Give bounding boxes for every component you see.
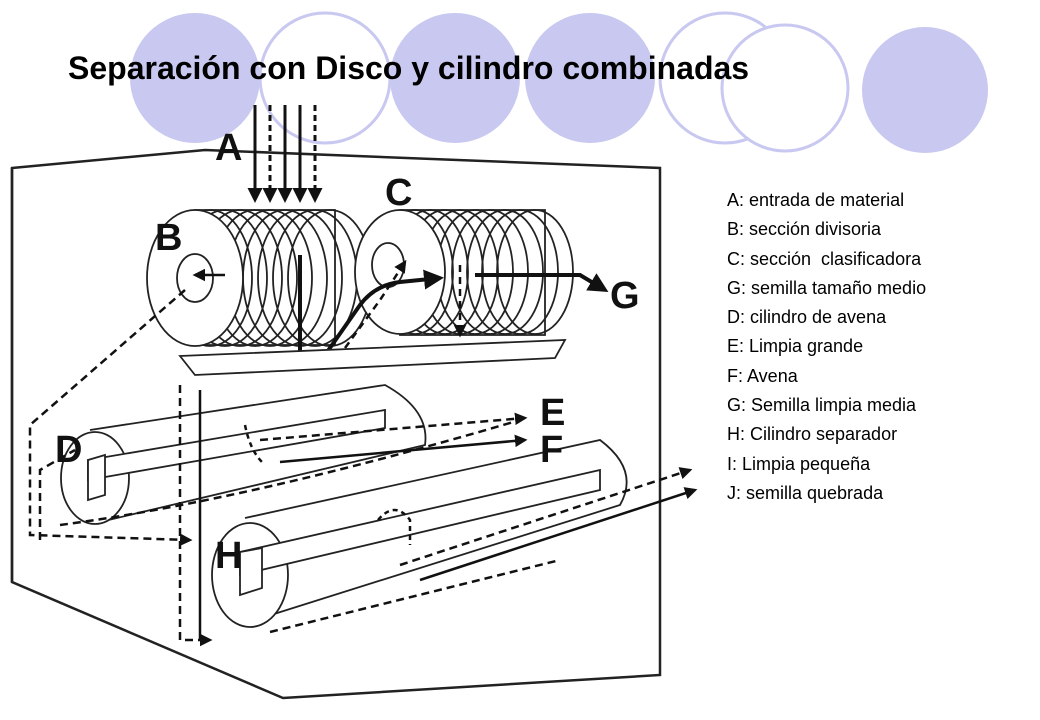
cylinder-h xyxy=(211,439,628,628)
deco-circle xyxy=(720,23,850,153)
label-h: H xyxy=(215,535,242,577)
legend-item: D: cilindro de avena xyxy=(727,307,887,328)
legend-item: F: Avena xyxy=(727,365,798,386)
label-c: C xyxy=(385,172,412,214)
legend-item: G: Semilla limpia media xyxy=(727,395,917,416)
legend-item: A: entrada de material xyxy=(727,190,905,210)
deco-circle xyxy=(525,13,655,143)
label-b: B xyxy=(155,217,182,259)
material-flows xyxy=(28,289,698,647)
legend-item: G: semilla tamaño medio xyxy=(727,277,927,298)
cylinder-d xyxy=(60,384,427,525)
label-a: A xyxy=(215,127,242,169)
legend-item: J: semilla quebrada xyxy=(727,482,884,503)
label-g: G xyxy=(610,275,640,317)
disc-stack-c xyxy=(354,209,574,336)
legend-item: B: sección divisoria xyxy=(727,219,882,240)
legend-item: E: Limpia grande xyxy=(727,336,864,357)
slide-title: Separación con Disco y cilindro combinad… xyxy=(68,50,750,86)
trough xyxy=(178,339,567,376)
housing xyxy=(10,148,662,700)
label-f: F xyxy=(540,429,563,471)
legend-item: H: Cilindro separador xyxy=(727,424,898,445)
legend-item: C: sección clasificadora xyxy=(727,248,922,269)
inlet-arrows xyxy=(247,105,323,203)
label-e: E xyxy=(540,392,565,434)
label-d: D xyxy=(55,429,82,471)
deco-circle xyxy=(130,13,260,143)
deco-circle xyxy=(390,13,520,143)
legend-list: A: entrada de material B: sección diviso… xyxy=(727,186,926,508)
separator-diagram: A B C D E F G H I J xyxy=(10,105,698,700)
decorative-circles xyxy=(130,11,988,153)
legend-item: I: Limpia pequeña xyxy=(727,453,871,474)
deco-circle xyxy=(862,27,988,153)
